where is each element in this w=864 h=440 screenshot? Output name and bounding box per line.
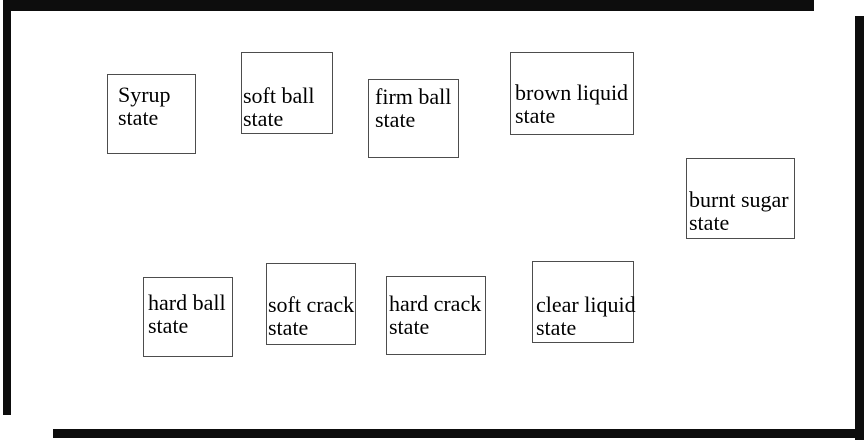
label-box-firm-ball-state[interactable]: firm ball state (368, 79, 459, 158)
frame-border-top (3, 0, 814, 11)
label-box-hard-ball-state[interactable]: hard ball state (143, 277, 233, 357)
frame-border-left (3, 0, 11, 415)
label-box-syrup-state[interactable]: Syrup state (107, 74, 196, 154)
frame-border-bottom (53, 429, 864, 438)
label-box-soft-crack-state[interactable]: soft crack state (266, 263, 356, 345)
label-box-burnt-sugar-state[interactable]: burnt sugar state (686, 158, 795, 239)
frame-border-right (855, 16, 864, 440)
label-box-clear-liquid-state[interactable]: clear liquid state (532, 261, 636, 343)
label-box-brown-liquid-state[interactable]: brown liquid state (510, 52, 634, 135)
label-box-soft-ball-state[interactable]: soft ball state (241, 52, 333, 134)
label-box-hard-crack-state[interactable]: hard crack state (386, 276, 486, 355)
